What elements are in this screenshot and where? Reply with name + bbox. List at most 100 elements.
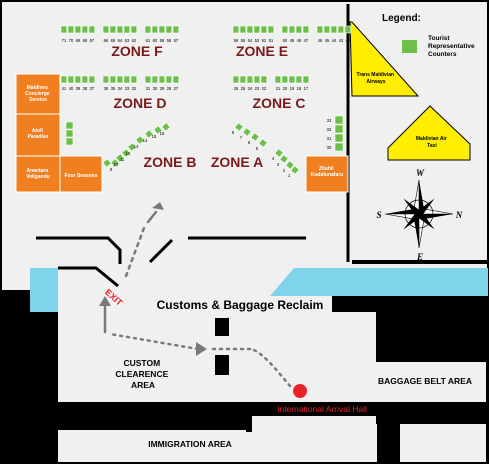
immigration-label: IMMIGRATION AREA [148, 439, 232, 449]
counter-number-68: 68 [83, 38, 88, 43]
counter-number-49: 49 [290, 38, 295, 43]
counter-number-3: 3 [277, 162, 280, 167]
walls [36, 4, 350, 288]
counter-number-67: 67 [90, 38, 95, 43]
operator-trans-maldivian: Trans Maldivian Airways [357, 72, 396, 85]
counter-32 [130, 75, 138, 84]
operator-atoll-paradise: Atoll Paradise [28, 128, 49, 140]
counter-number-24: 24 [248, 86, 253, 91]
counter-71 [60, 25, 68, 34]
custom-clearance-label: CUSTOM CLEARENCE AREA [115, 358, 170, 390]
counter-number-62: 62 [132, 38, 137, 43]
counter-46 [316, 25, 324, 34]
counter-30 [151, 75, 159, 84]
arrival-hall-marker [293, 384, 307, 398]
counter-number-36: 36 [104, 86, 109, 91]
counter-atoll-1 [65, 121, 74, 130]
zone-d-label: ZONE D [114, 95, 167, 111]
counter-38 [81, 75, 89, 84]
legend-item-label: Tourist Representative Counters [428, 35, 476, 58]
compass-n: N [455, 210, 463, 220]
counter-number-56: 56 [234, 38, 239, 43]
counter-number-33: 33 [125, 86, 130, 91]
counter-number-21: 21 [276, 86, 281, 91]
counter-number-44: 44 [332, 38, 337, 43]
counter-number-58: 58 [167, 38, 172, 43]
counter-6 [250, 132, 260, 142]
counter-four-seasons-1 [102, 158, 112, 168]
counter-31 [144, 75, 152, 84]
counter-number-27: 27 [174, 86, 179, 91]
counter-29 [158, 75, 166, 84]
counter-39 [74, 75, 82, 84]
counter-number-11: 11 [120, 157, 125, 162]
counter-right-30 [334, 142, 344, 152]
counter-19 [288, 75, 296, 84]
zone-b-label: ZONE B [144, 154, 197, 170]
counter-number-10: 10 [114, 162, 119, 167]
counter-22 [260, 75, 268, 84]
counter-right-32 [334, 124, 344, 134]
yellow-areas [349, 21, 471, 161]
counter-number-53: 53 [255, 38, 260, 43]
legend-title: Legend: [382, 13, 421, 24]
counter-25 [239, 75, 247, 84]
arrow-heads [99, 202, 207, 356]
counter-number-47: 47 [304, 38, 309, 43]
legend-counter-swatch [402, 40, 417, 53]
counter-number-35: 35 [111, 86, 116, 91]
counter-number-17: 17 [304, 86, 309, 91]
counter-number-16: 16 [160, 131, 165, 136]
orange-boxes [15, 73, 349, 193]
counter-number-55: 55 [241, 38, 246, 43]
counter-number-28: 28 [167, 86, 172, 91]
counter-number-46: 46 [318, 38, 323, 43]
compass-rose: N S E W [376, 168, 462, 262]
counter-40 [67, 75, 75, 84]
baggage-belt-label: BAGGAGE BELT AREA [378, 376, 472, 386]
counter-number-65: 65 [111, 38, 116, 43]
operator-zitahli: Zitahli Kudafunafaru [311, 166, 344, 178]
pillars [215, 318, 229, 375]
counter-number-26: 26 [234, 86, 239, 91]
counter-33 [123, 75, 131, 84]
counter-number-19: 19 [290, 86, 295, 91]
counter-number-57: 57 [174, 38, 179, 43]
counter-41 [60, 75, 68, 84]
counter-67 [88, 25, 96, 34]
counter-68 [81, 25, 89, 34]
counter-53 [253, 25, 261, 34]
counter-right-31 [334, 133, 344, 143]
counter-number-38: 38 [83, 86, 88, 91]
counter-number-25: 25 [241, 86, 246, 91]
zone-f-label: ZONE F [111, 43, 163, 59]
counter-number-64: 64 [118, 38, 123, 43]
customs-baggage-label: Customs & Baggage Reclaim [157, 298, 324, 312]
operator-maldives-concierge: Maldives Concierge Service [25, 85, 51, 103]
counter-number-18: 18 [297, 86, 302, 91]
belt-structures [58, 296, 488, 430]
counter-45 [323, 25, 331, 34]
counter-28 [165, 75, 173, 84]
counter-20 [281, 75, 289, 84]
counter-27 [172, 75, 180, 84]
counter-number-59: 59 [160, 38, 165, 43]
counter-8 [234, 122, 244, 132]
counter-number-40: 40 [69, 86, 74, 91]
counter-number-66: 66 [104, 38, 109, 43]
counter-56 [232, 25, 240, 34]
counter-number-70: 70 [69, 38, 74, 43]
counter-number-right-31: 31 [327, 136, 332, 141]
counter-number-30: 30 [153, 86, 158, 91]
counter-21 [274, 75, 282, 84]
counter-65 [109, 25, 117, 34]
counter-number-37: 37 [90, 86, 95, 91]
counter-55 [239, 25, 247, 34]
counter-number-15: 15 [152, 134, 157, 139]
counter-number-20: 20 [283, 86, 288, 91]
operator-anantara-veligandu: Anantara Veligandu [26, 168, 50, 180]
counter-35 [109, 75, 117, 84]
counter-59 [158, 25, 166, 34]
counter-3 [279, 154, 289, 164]
